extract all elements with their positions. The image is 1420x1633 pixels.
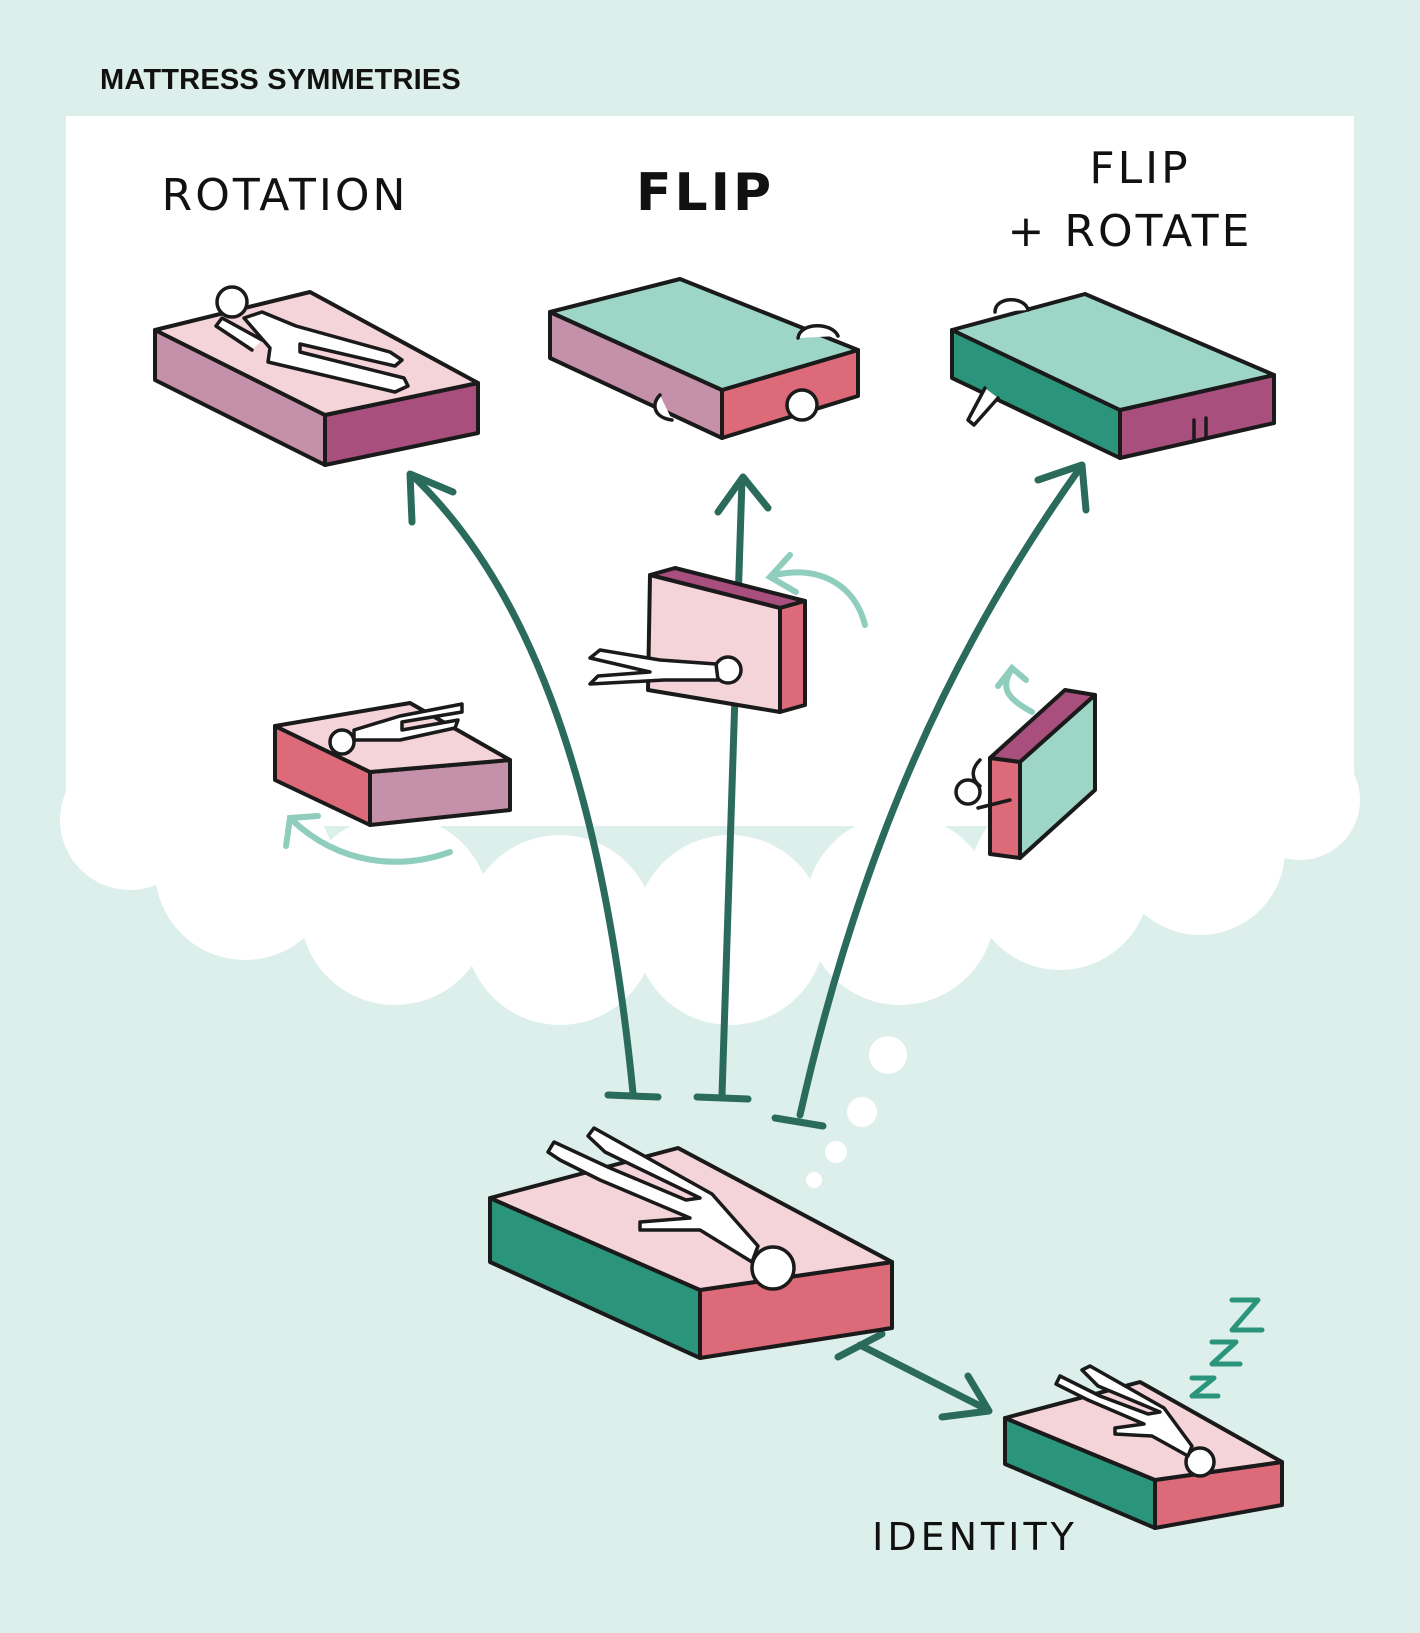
flip-rotate-arrow <box>771 461 1090 1130</box>
rotation-arrow <box>406 470 662 1101</box>
page-title: MATTRESS SYMMETRIES <box>100 64 461 96</box>
identity-label: IDENTITY <box>872 1515 1078 1559</box>
flip-rotate-motion-arrowhead <box>995 663 1029 689</box>
person-figure <box>214 285 410 394</box>
person-figure <box>546 1126 796 1291</box>
original-mattress <box>488 1146 894 1360</box>
flip-rotate-label-line2: + ROTATE <box>1007 206 1253 257</box>
flip-motion-arrowhead <box>765 552 799 595</box>
person-figure <box>588 648 743 686</box>
flip-label: FLIP <box>635 163 775 223</box>
flip-motion-arrow <box>772 569 868 628</box>
person-figure <box>954 758 1012 810</box>
sleep-zzz-icon <box>1189 1297 1265 1399</box>
person-figure <box>328 702 464 756</box>
person-figure <box>1054 1364 1216 1478</box>
flip-rotate-result-mattress <box>950 292 1276 460</box>
thought-bubbles <box>806 1036 907 1188</box>
person-figure <box>653 324 840 422</box>
flip-rotate-label-line1: FLIP <box>1089 143 1191 194</box>
identity-arrow <box>834 1330 993 1421</box>
flip-rotate-intermediate-mattress <box>988 688 1097 860</box>
person-figure <box>966 298 1208 442</box>
rotation-motion-arrow <box>289 817 453 865</box>
rotation-label: ROTATION <box>161 170 409 221</box>
rotation-motion-arrowhead <box>283 813 321 849</box>
